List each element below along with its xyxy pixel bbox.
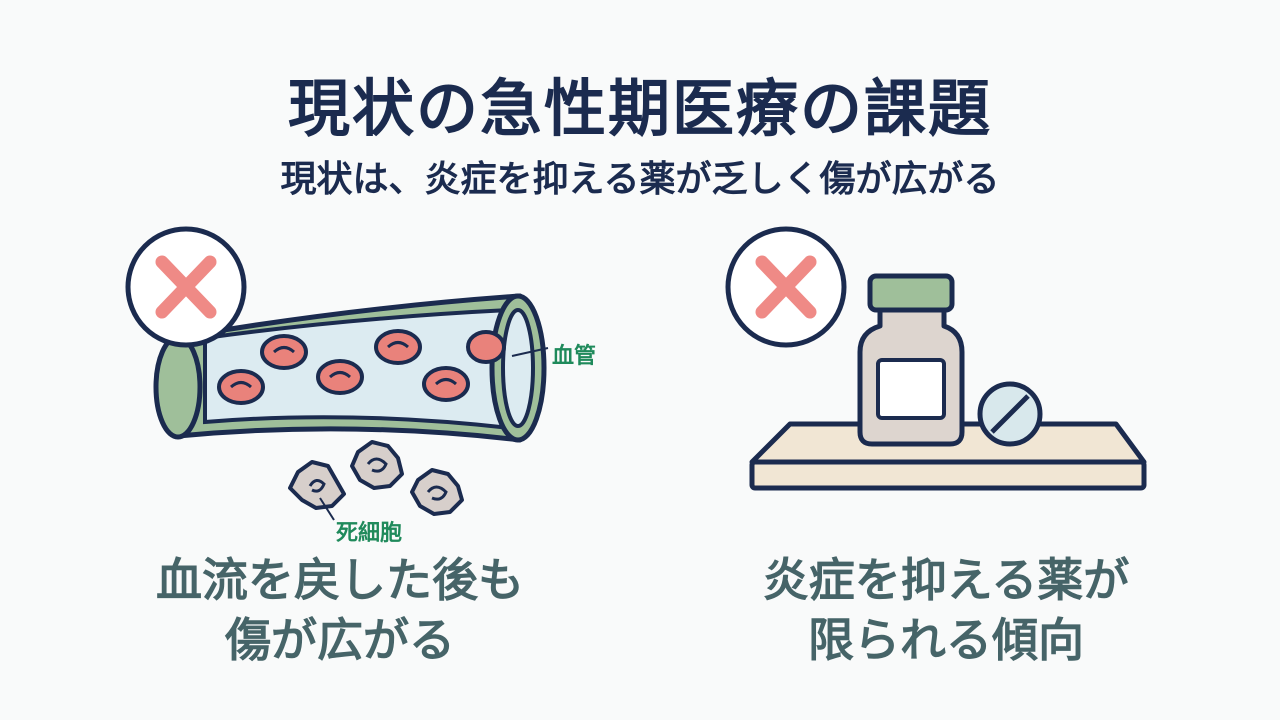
dead-cell <box>350 440 404 490</box>
left-caption: 血流を戻した後も 傷が広がる <box>80 550 600 670</box>
red-blood-cell <box>422 366 470 402</box>
red-blood-cell <box>374 329 422 365</box>
dead-cells: 死細胞 <box>288 440 464 546</box>
dead-cell <box>288 460 346 510</box>
red-blood-cell <box>217 369 265 405</box>
dead-cell-label-leader <box>319 497 335 521</box>
tray-front <box>749 459 1147 491</box>
vessel-label-leader <box>511 347 549 357</box>
right-caption: 炎症を抑える薬が 限られる傾向 <box>686 550 1206 670</box>
blood-vessel-illustration: 血管 <box>153 293 596 443</box>
x-mark-icon <box>125 226 247 348</box>
left-caption-line: 血流を戻した後も <box>156 553 524 607</box>
right-caption-line: 炎症を抑える薬が <box>762 553 1130 607</box>
red-blood-cell <box>316 359 364 395</box>
dead-cell <box>410 468 464 516</box>
page-subtitle: 現状は、炎症を抑える薬が乏しく傷が広がる <box>280 159 1000 200</box>
red-blood-cell <box>260 334 308 370</box>
red-blood-cell <box>466 330 506 364</box>
bottle-cap <box>867 273 955 313</box>
left-caption-line: 傷が広がる <box>225 613 455 667</box>
vessel-left-end <box>153 334 203 440</box>
vessel-label: 血管 <box>552 343 596 369</box>
page-title: 現状の急性期医療の課題 <box>287 72 992 145</box>
red-blood-cells <box>217 329 506 405</box>
bottle-label <box>876 358 946 420</box>
pill-icon <box>977 381 1043 447</box>
dead-cell-label: 死細胞 <box>336 520 402 546</box>
vessel-right-opening-inner <box>501 308 535 428</box>
x-mark-icon <box>725 226 847 348</box>
right-caption-line: 限られる傾向 <box>808 613 1084 667</box>
medicine-illustration <box>749 273 1147 491</box>
